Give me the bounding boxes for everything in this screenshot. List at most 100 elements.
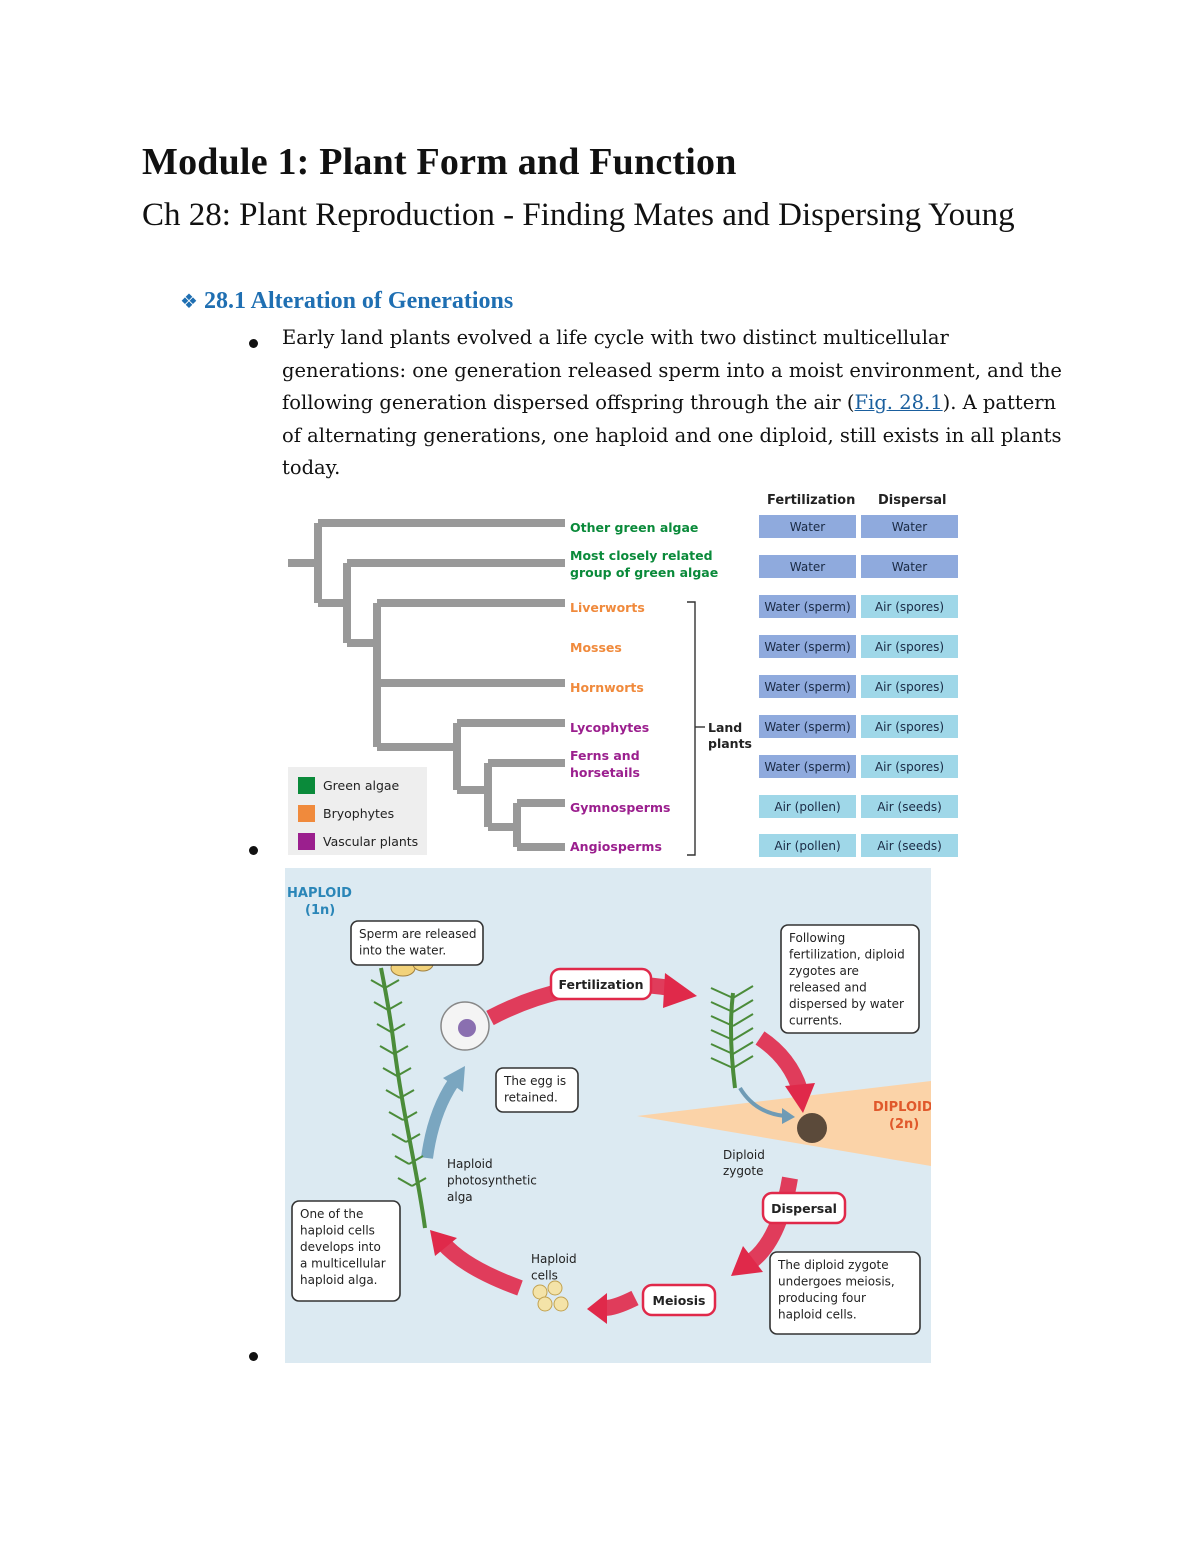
fertilization-cell [759, 834, 856, 857]
dispersal-cell [861, 834, 958, 857]
alga-branch [379, 1045, 409, 1055]
diploid-title: DIPLOID [873, 1100, 931, 1115]
arrowhead [782, 1108, 795, 1124]
dispersal-value: Air (seeds) [877, 839, 942, 853]
fertilization-value: Air (pollen) [774, 839, 840, 853]
fertilization-value: Water (sperm) [764, 760, 850, 774]
alga-branch [710, 1041, 754, 1055]
dispersal-cell [861, 555, 958, 578]
fertilization-value: Water (sperm) [764, 720, 850, 734]
taxon-label: Gymnosperms [570, 800, 670, 815]
legend-label: Green algae [323, 778, 400, 793]
egg-cell [458, 1019, 476, 1037]
following-callout-box [780, 924, 920, 1034]
arrowhead [587, 1293, 607, 1324]
chapter-title: Ch 28: Plant Reproduction - Finding Mate… [142, 197, 1015, 233]
dispersal-pill [761, 1191, 847, 1225]
taxon-label: Liverworts [570, 600, 645, 615]
egg-callout-box [495, 1067, 579, 1113]
alga-branch [710, 999, 754, 1013]
dispersal-arc-lower [747, 1176, 798, 1267]
taxon-label: Lycophytes [570, 720, 649, 735]
return-arc [436, 1237, 523, 1296]
dispersal-value: Air (spores) [875, 720, 944, 734]
fertilization-pill [549, 967, 653, 1001]
alga-branch [370, 979, 400, 989]
alga-branch [710, 1013, 754, 1027]
section-heading: ❖28.1 Alteration of Generations [180, 288, 513, 315]
fertilization-cell [759, 715, 856, 738]
bullet-icon [249, 1352, 258, 1361]
fertilization-cell [759, 675, 856, 698]
haploid-sub: (1n) [305, 903, 335, 918]
taxon-label: Hornworts [570, 680, 644, 695]
dispersal-cell [861, 595, 958, 618]
legend-label: Bryophytes [323, 806, 394, 821]
haploid-cell [547, 1280, 563, 1296]
diploid-wedge [637, 1081, 931, 1166]
dispersal-value: Water [892, 520, 928, 534]
taxon-label: Angiosperms [570, 839, 662, 854]
dispersal-cell [861, 715, 958, 738]
dispersal-value: Air (spores) [875, 680, 944, 694]
fertilization-value: Water (sperm) [764, 640, 850, 654]
diploid-zygote [797, 1113, 827, 1143]
bullet-icon [249, 339, 258, 348]
fertilization-value: Water (sperm) [764, 600, 850, 614]
sperm-callout-box [350, 920, 484, 966]
haploid-alga-drawing [379, 967, 427, 1229]
paragraph-text: Early land plants evolved a life cycle w… [282, 326, 1062, 415]
fertilization-cell [759, 635, 856, 658]
fertilization-cell [759, 755, 856, 778]
alga-branch [388, 1111, 418, 1121]
section-title: 28.1 Alteration of Generations [203, 288, 514, 314]
tree-branch [457, 759, 565, 851]
meiosis-callout-box [769, 1251, 921, 1335]
taxon-label: Mosses [570, 640, 622, 655]
fertilization-label: Fertilization [559, 977, 644, 992]
legend-swatch [298, 833, 315, 850]
fertilization-value: Water (sperm) [764, 680, 850, 694]
tree-branch [288, 519, 565, 647]
zygote-arrow [738, 1086, 786, 1118]
develops-callout-box [291, 1200, 401, 1302]
meiosis-pill [641, 1283, 717, 1317]
fertilization-value: Air (pollen) [774, 800, 840, 814]
legend-swatch [298, 777, 315, 794]
fertilization-value: Water [790, 560, 826, 574]
dispersal-value: Water [892, 560, 928, 574]
bullet-icon [249, 846, 258, 855]
lifecycle-figure: FertilizationDispersalMeiosisHAPLOID(1n)… [285, 868, 931, 1363]
alga-branch [710, 1027, 754, 1041]
dispersal-cell [861, 635, 958, 658]
dispersal-value: Air (spores) [875, 760, 944, 774]
alga-branch [376, 1023, 406, 1033]
land-plants-bracket [687, 601, 696, 856]
diamond-bullet-icon: ❖ [180, 289, 198, 313]
alga-branch [391, 1133, 421, 1143]
dispersal-cell [861, 515, 958, 538]
alga-branch [710, 985, 754, 999]
growth-arrow [421, 1079, 459, 1159]
dispersal-cell [861, 675, 958, 698]
alga-branch [710, 1055, 754, 1069]
dispersal-cell [861, 755, 958, 778]
haploid-cell [537, 1296, 553, 1312]
fertilization-cell [759, 795, 856, 818]
fertilization-header: Fertilization [767, 493, 855, 508]
diploid-sub: (2n) [889, 1117, 919, 1132]
figure-link[interactable]: Fig. 28.1 [854, 391, 943, 415]
dispersal-header: Dispersal [878, 493, 947, 508]
fertilization-cell [759, 595, 856, 618]
alga-branch [385, 1089, 415, 1099]
alga-branch [373, 1001, 403, 1011]
